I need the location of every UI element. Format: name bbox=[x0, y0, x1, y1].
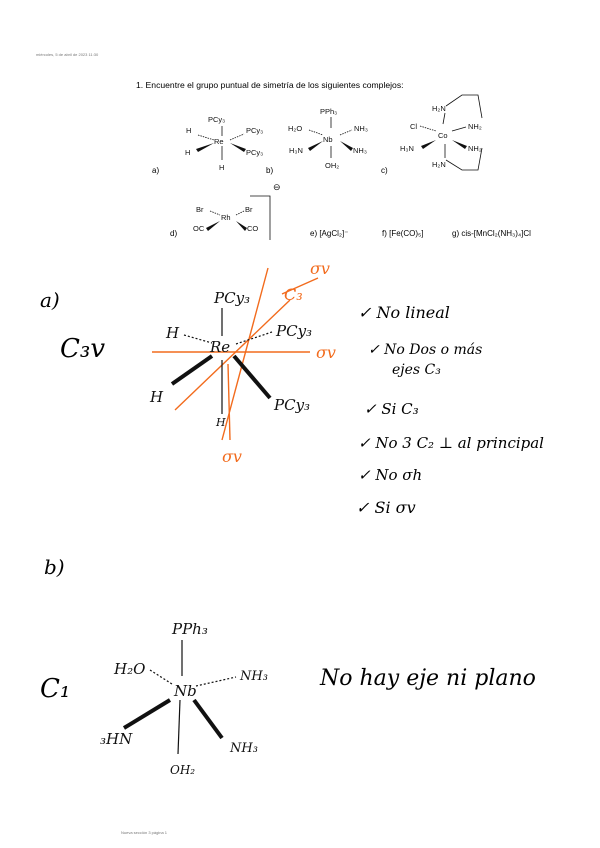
complex-b-top: PPh₃ bbox=[320, 107, 337, 116]
complex-c-left: Cl bbox=[410, 122, 417, 131]
question-text: 1. Encuentre el grupo puntual de simetrí… bbox=[136, 80, 404, 90]
answer-b-note: No hay eje ni plano bbox=[320, 666, 536, 691]
answer-a-upper-right-ligand: PCy₃ bbox=[275, 322, 312, 340]
sigma-v-bottom-label: σv bbox=[222, 447, 242, 466]
complex-d-upper-right: Br bbox=[245, 205, 253, 214]
complex-c-center: Co bbox=[438, 131, 448, 140]
checklist-item-6: ✓ Si σv bbox=[356, 498, 416, 517]
complex-d-lower-left: OC bbox=[193, 224, 205, 233]
complex-a-center: Re bbox=[214, 137, 224, 146]
answer-b-top-ligand: PPh₃ bbox=[171, 620, 208, 638]
answer-b-label: b) bbox=[44, 555, 65, 579]
complex-b-center: Nb bbox=[323, 135, 333, 144]
answer-a-bottom-ligand: H bbox=[215, 416, 226, 429]
complex-a: PCy₃ Re H PCy₃ H PCy₃ H bbox=[185, 115, 263, 172]
checklist-item-5: ✓ No σh bbox=[358, 466, 423, 484]
answer-a-lower-right-ligand: PCy₃ bbox=[273, 396, 310, 414]
complex-a-upper-right: PCy₃ bbox=[246, 126, 263, 135]
complex-d-lower-right: CO bbox=[247, 224, 258, 233]
answer-a-label: a) bbox=[40, 288, 60, 312]
complex-b-lower-left: H₃N bbox=[289, 146, 303, 155]
answer-b-lower-right-ligand: NH₃ bbox=[229, 741, 258, 756]
checklist-item-4: ✓ No 3 C₂ ⊥ al principal bbox=[358, 434, 544, 452]
question-item-g: g) cis-[MnCl₂(NH₃)₄]Cl bbox=[452, 229, 531, 238]
answer-b-point-group: C₁ bbox=[40, 674, 71, 704]
checklist-item-1: ✓ No lineal bbox=[358, 303, 450, 322]
page-header-datetime: miércoles, 5 de abril de 2023 11:30 bbox=[36, 52, 99, 57]
answer-a-center-metal: Re bbox=[209, 338, 230, 356]
checklist-item-3: ✓ Si C₃ bbox=[364, 400, 419, 418]
c3-axis-label: C₃ bbox=[284, 285, 303, 304]
complex-c-right-bottom: NH₂ bbox=[468, 144, 482, 153]
answer-b-bottom-ligand: OH₂ bbox=[170, 763, 195, 777]
complex-d-upper-left: Br bbox=[196, 205, 204, 214]
complex-c-right-top: NH₂ bbox=[468, 122, 482, 131]
answer-b-lower-left-ligand: ₃HN bbox=[100, 730, 133, 748]
question-label-c: c) bbox=[381, 166, 388, 175]
answer-b-upper-right-ligand: NH₃ bbox=[239, 669, 268, 684]
c3-axis-line bbox=[174, 299, 291, 411]
answer-b-center-metal: Nb bbox=[173, 682, 197, 700]
question-item-f: f) [Fe(CO)₅] bbox=[382, 229, 424, 238]
complex-a-upper-left: H bbox=[186, 126, 191, 135]
question-item-e: e) [AgCl₂]⁻ bbox=[310, 229, 349, 238]
bonds-a bbox=[170, 308, 273, 414]
answer-a-lower-left-ligand: H bbox=[149, 388, 164, 406]
symmetry-elements bbox=[152, 267, 319, 441]
complex-b-upper-right: NH₃ bbox=[354, 124, 368, 133]
complex-d-center: Rh bbox=[221, 213, 231, 222]
bonds-b bbox=[122, 640, 237, 755]
complex-c-top-left: H₂N bbox=[432, 104, 446, 113]
checklist-item-2b: ejes C₃ bbox=[392, 362, 441, 378]
complex-d-charge: ⊖ bbox=[273, 182, 281, 192]
complex-b-lower-right: NH₃ bbox=[353, 146, 367, 155]
question-label-b: b) bbox=[266, 166, 274, 175]
answer-a-upper-left-ligand: H bbox=[165, 324, 180, 342]
complex-a-top: PCy₃ bbox=[208, 115, 225, 124]
complex-c-lower-left: H₃N bbox=[400, 144, 414, 153]
checklist-item-2: ✓ No Dos o más bbox=[368, 342, 483, 358]
question-label-d: d) bbox=[170, 229, 178, 238]
complex-d: Br Br Rh OC CO ⊖ bbox=[193, 182, 281, 240]
complex-a-bottom: H bbox=[219, 163, 224, 172]
complex-b: PPh₃ Nb H₂O NH₃ H₃N NH₃ OH₂ bbox=[288, 107, 368, 170]
complex-c: H₂N Cl Co NH₂ H₃N NH₂ H₂N bbox=[400, 94, 483, 171]
complex-b-upper-left: H₂O bbox=[288, 124, 302, 133]
complex-a-lower-right: PCy₃ bbox=[246, 148, 263, 157]
sigma-v-top-label: σv bbox=[310, 259, 330, 278]
question-label-a: a) bbox=[152, 166, 160, 175]
complex-a-lower-left: H bbox=[185, 148, 190, 157]
complex-c-bottom-left: H₂N bbox=[432, 160, 446, 169]
answer-b-upper-left-ligand: H₂O bbox=[113, 660, 145, 678]
answer-a-point-group: C₃v bbox=[60, 334, 106, 364]
sigma-v-right-label: σv bbox=[316, 343, 336, 362]
page-footer-label: Nueva sección 3 página 1 bbox=[121, 830, 168, 835]
answer-a-top-ligand: PCy₃ bbox=[213, 289, 250, 307]
sigma-v-plane-bottom-line bbox=[227, 363, 231, 441]
complex-b-bottom: OH₂ bbox=[325, 161, 339, 170]
